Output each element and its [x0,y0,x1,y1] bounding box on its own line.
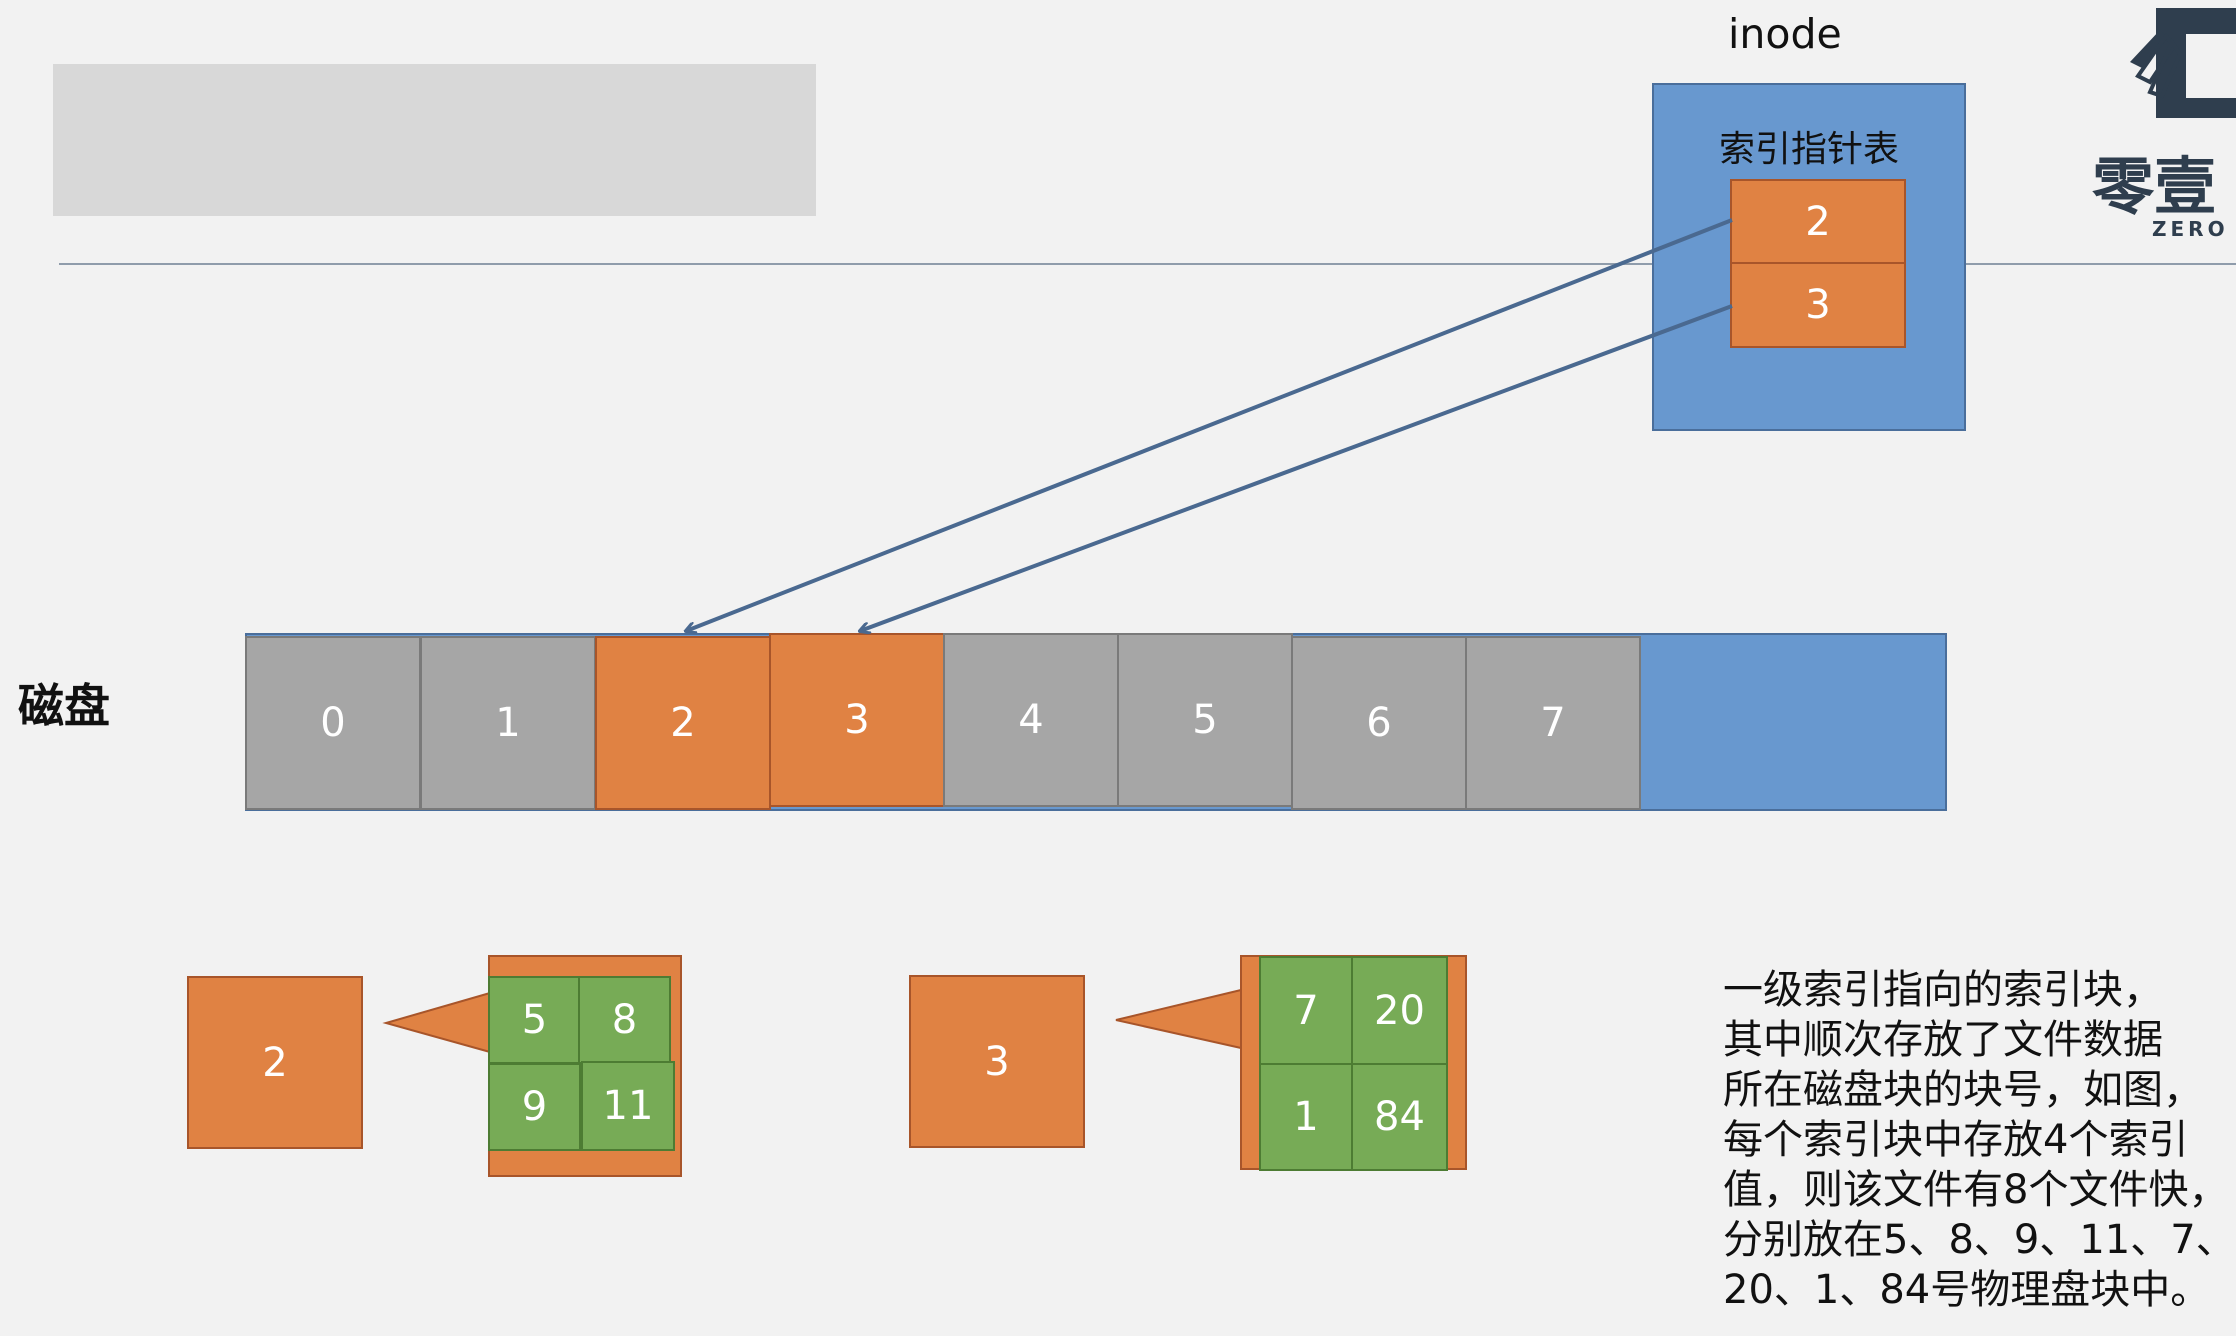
index-entry: 1 [1259,1063,1353,1171]
index-entry: 11 [581,1061,675,1151]
description-line: 分别放在5、8、9、11、7、 [1723,1217,2236,1263]
index-block-3: 3 [909,975,1085,1148]
disk-block-7: 7 [1465,636,1641,810]
index-entry: 5 [488,976,581,1064]
disk-label: 磁盘 [18,679,110,733]
description-line: 其中顺次存放了文件数据 [1723,1017,2163,1063]
disk-block-3: 3 [769,633,945,807]
callout-pointer-block-2 [386,993,490,1052]
logo-subtext: ZERO [2152,217,2229,241]
description-text: 一级索引指向的索引块， 其中顺次存放了文件数据 所在磁盘块的块号，如图， 每个索… [1723,965,2236,1315]
description-line: 一级索引指向的索引块， [1723,967,2163,1013]
description-line: 所在磁盘块的块号，如图， [1723,1067,2203,1113]
index-entry: 84 [1351,1063,1448,1171]
description-line: 每个索引块中存放4个索引 [1723,1117,2189,1163]
index-entry: 20 [1351,956,1448,1065]
index-entry: 7 [1259,956,1353,1065]
description-line: 值，则该文件有8个文件快， [1723,1167,2229,1213]
description-line: 20、1、84号物理盘块中。 [1723,1267,2211,1313]
index-pointer-table-label: 索引指针表 [1718,129,1899,170]
disk-block-2: 2 [595,636,771,810]
horizontal-divider [59,263,2236,265]
index-block-2: 2 [187,976,363,1149]
inode-label: inode [1728,10,1842,58]
title-placeholder [53,64,816,216]
disk-block-5: 5 [1117,633,1293,807]
logo-text: 零壹 [2092,150,2216,223]
disk-block-1: 1 [420,636,596,810]
pointer-arrow-to-block-3 [860,304,1733,631]
index-entry: 8 [578,976,671,1064]
logo: 零壹 ZERO [2090,0,2236,245]
callout-pointer-block-3 [1116,990,1241,1048]
pointer-arrow-to-block-2 [686,218,1733,631]
index-entry: 9 [488,1063,581,1151]
logo-book-icon: 零壹 ZERO [2092,8,2236,241]
disk-block-0: 0 [245,636,421,810]
inode-entry-2: 3 [1730,262,1906,348]
